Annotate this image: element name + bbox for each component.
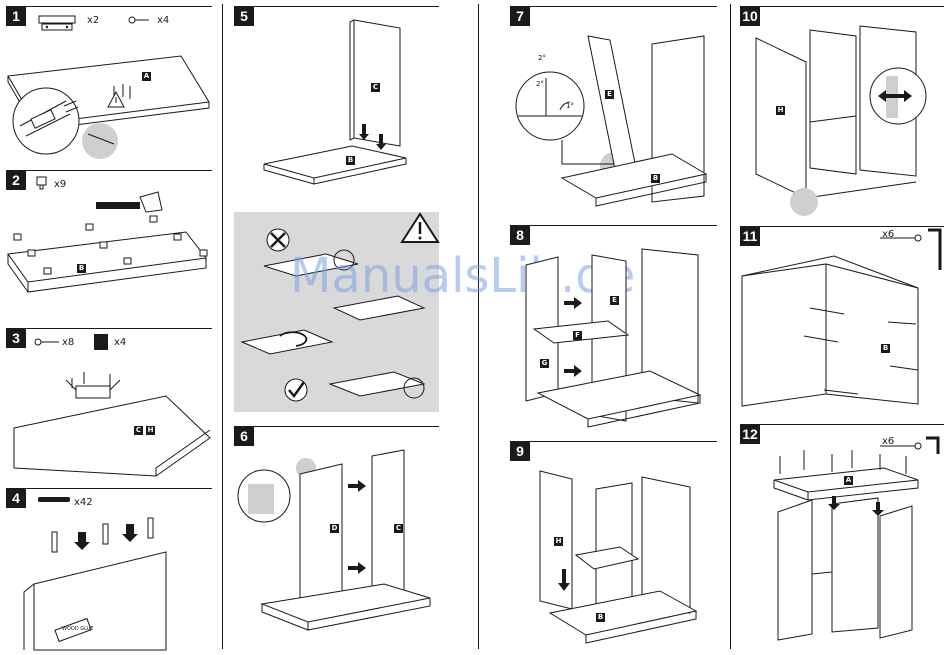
step-6-illustration — [234, 426, 439, 650]
warning-panel — [234, 212, 439, 412]
screw-icon — [129, 17, 149, 23]
step-9-illustration — [510, 441, 717, 650]
quantity-label: x8 — [62, 337, 74, 348]
screw-icon — [35, 339, 59, 345]
cross-circle-icon — [267, 229, 289, 251]
angle-label: 1° — [566, 102, 574, 110]
step-1: 1 — [6, 6, 212, 164]
column-divider — [478, 4, 479, 649]
step-2-illustration — [6, 170, 212, 320]
part-label: A — [142, 72, 151, 81]
step-5-illustration — [234, 6, 439, 206]
part-label: C — [394, 524, 403, 533]
step-9: 9 H B — [510, 441, 717, 650]
step-3: 3 x8 x4 C H — [6, 328, 212, 478]
part-label: H — [776, 106, 785, 115]
step-10-illustration — [740, 6, 944, 218]
glue-tube-label: WOOD GLUE — [62, 626, 93, 632]
column-divider — [222, 4, 223, 649]
step-4-illustration — [6, 488, 212, 650]
step-8-illustration — [510, 225, 717, 435]
warning-triangle-icon — [402, 214, 438, 242]
quantity-label: x6 — [882, 229, 894, 240]
part-label: E — [605, 90, 614, 99]
part-label: F — [573, 331, 582, 340]
wooden-dowel-icon — [38, 497, 70, 502]
quantity-label: x4 — [157, 15, 169, 26]
angle-label: 2° — [538, 54, 546, 62]
step-6: 6 D C — [234, 426, 439, 650]
step-12-illustration — [740, 424, 944, 650]
part-label: A — [844, 476, 853, 485]
warning-panel-illustration — [234, 212, 439, 412]
furniture-foot-icon — [37, 177, 46, 189]
hammer-icon — [96, 192, 162, 212]
part-label: C — [371, 83, 380, 92]
step-7-illustration — [510, 6, 717, 218]
quantity-label: x6 — [882, 436, 894, 447]
step-11: 11 x6 B — [740, 226, 944, 416]
quantity-label: x2 — [87, 15, 99, 26]
step-10: 10 H — [740, 6, 944, 218]
hinge-plate-icon — [39, 16, 75, 30]
step-1-illustration — [6, 6, 212, 164]
quantity-label: x42 — [74, 497, 93, 508]
angle-label: 2° — [536, 80, 544, 88]
quantity-label: x4 — [114, 337, 126, 348]
part-label: B — [651, 174, 660, 183]
step-5: 5 C B — [234, 6, 439, 426]
part-label: G — [540, 359, 549, 368]
connector-fitting-icon — [94, 334, 108, 350]
step-11-illustration — [740, 226, 944, 416]
step-2: 2 x9 B — [6, 170, 212, 320]
step-4: 4 x42 WOOD GLUE — [6, 488, 212, 650]
part-label: H — [554, 537, 563, 546]
allen-key-icon — [928, 230, 940, 270]
step-3-illustration — [6, 328, 212, 478]
part-label: C — [134, 426, 143, 435]
part-label: B — [881, 344, 890, 353]
part-label: B — [346, 156, 355, 165]
part-label: E — [610, 296, 619, 305]
step-8: 8 E F G — [510, 225, 717, 435]
quantity-label: x9 — [54, 179, 66, 190]
part-label: D — [330, 524, 339, 533]
allen-key-icon — [926, 438, 938, 454]
part-label: H — [146, 426, 155, 435]
column-divider — [730, 4, 731, 649]
step-12: 12 x6 A — [740, 424, 944, 650]
check-circle-icon — [285, 379, 307, 401]
part-label: B — [596, 613, 605, 622]
step-7: 7 2° 2° 1° E B — [510, 6, 717, 218]
part-label: B — [77, 264, 86, 273]
